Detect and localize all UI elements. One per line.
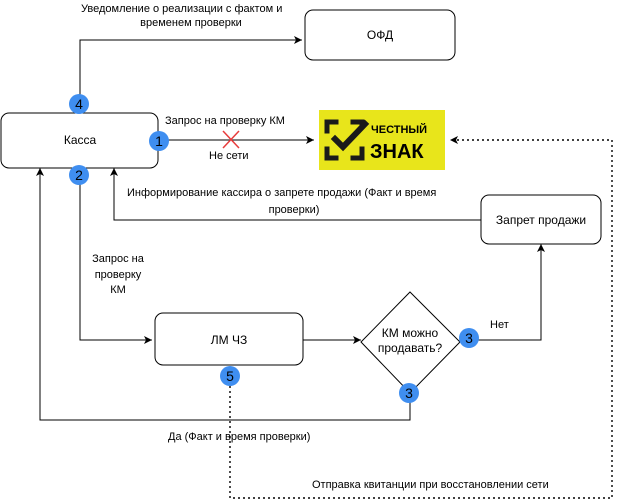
- svg-text:3: 3: [405, 385, 413, 401]
- label-inform-cashier-1: Информирование кассира о запрете продажи…: [127, 187, 436, 199]
- edge-kassa-lm: [79, 168, 152, 344]
- svg-text:3: 3: [465, 330, 473, 346]
- edge-kassa-ofd: [79, 36, 302, 113]
- badge-5: 5: [220, 366, 240, 386]
- node-decision-line2: продавать?: [378, 341, 443, 355]
- label-no: Нет: [490, 319, 509, 331]
- label-request-lm-3: КМ: [110, 284, 126, 296]
- badge-3-yes: 3: [399, 383, 419, 403]
- label-inform-cashier-2: проверки): [269, 204, 320, 216]
- edge-receipt-logo: [229, 136, 613, 499]
- logo-line2: ЗНАК: [370, 141, 424, 163]
- edge-prohibit-kassa: [110, 168, 481, 221]
- svg-text:1: 1: [155, 133, 163, 149]
- label-request-lm-1: Запрос на: [92, 253, 145, 265]
- svg-text:2: 2: [75, 167, 83, 183]
- node-prohibit: [480, 194, 602, 245]
- label-receipt: Отправка квитанции при восстановлении се…: [312, 479, 549, 491]
- node-lm-label: ЛМ ЧЗ: [211, 333, 247, 347]
- edge-decision-kassa: [36, 168, 411, 421]
- badge-3-no: 3: [459, 328, 479, 348]
- label-yes: Да (Факт и время проверки): [168, 431, 310, 443]
- node-ofd: [304, 9, 456, 61]
- node-decision-line1: КМ можно: [382, 326, 439, 340]
- badge-2: 2: [69, 165, 89, 185]
- blocked-cross-icon: [222, 130, 240, 149]
- badge-1: 1: [149, 131, 169, 151]
- edge-decision-prohibit: [460, 244, 545, 341]
- node-kassa-label: Касса: [64, 133, 97, 147]
- label-request-lm-2: проверку: [95, 269, 142, 281]
- svg-text:5: 5: [226, 368, 234, 384]
- label-request-km: Запрос на проверку КМ: [165, 115, 285, 127]
- badge-4: 4: [69, 94, 89, 114]
- chestny-znak-logo: ЧЕСТНЫЙ ЗНАК: [319, 110, 445, 170]
- label-notify-ofd-2: временем проверки: [140, 17, 242, 29]
- logo-line1: ЧЕСТНЫЙ: [371, 123, 427, 136]
- node-lm: [154, 312, 304, 366]
- label-no-network: Не сети: [209, 150, 249, 162]
- node-prohibit-label: Запрет продажи: [496, 213, 586, 227]
- node-ofd-label: ОФД: [367, 28, 393, 42]
- label-notify-ofd-1: Уведомление о реализации с фактом и: [81, 3, 282, 15]
- svg-text:4: 4: [75, 96, 83, 112]
